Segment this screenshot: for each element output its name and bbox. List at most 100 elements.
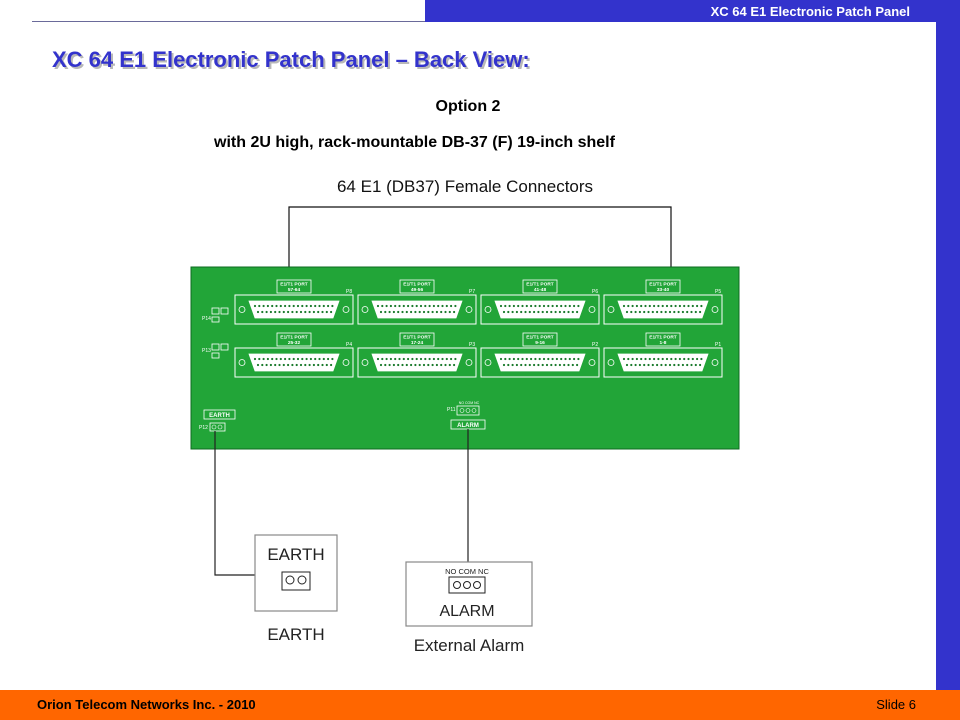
port-pin: [661, 357, 664, 361]
port-pin: [700, 357, 703, 361]
footer-bar: Orion Telecom Networks Inc. - 2010 Slide…: [0, 690, 960, 720]
port-pin: [660, 363, 663, 367]
port-label: E1/T1 PORT: [526, 282, 554, 288]
port-pin: [301, 304, 304, 308]
port-pin: [537, 363, 540, 367]
port-screw-left: [361, 359, 369, 366]
port-range: 17-24: [411, 340, 424, 346]
port-pin: [504, 357, 507, 361]
port-shell: [494, 300, 586, 319]
port-pin: [428, 357, 431, 361]
port-pin: [530, 357, 533, 361]
port-pin: [418, 363, 421, 367]
port-pin: [384, 310, 387, 314]
port-pin: [330, 363, 333, 367]
port-pin: [528, 310, 531, 314]
port-shell: [371, 353, 463, 372]
port-pin: [279, 357, 282, 361]
port-pin: [325, 363, 328, 367]
port-pin: [401, 310, 404, 314]
port-pin: [444, 310, 447, 314]
port-range: 41-48: [534, 287, 547, 293]
port-pin: [681, 363, 684, 367]
port-pin: [563, 310, 566, 314]
port-pin: [504, 304, 507, 308]
port-pin: [694, 363, 697, 367]
port-pin: [274, 363, 277, 367]
port-pin: [427, 310, 430, 314]
port-pin: [571, 310, 574, 314]
alarm-board-pin-3: [471, 408, 477, 413]
connectors-label: 64 E1 (DB37) Female Connectors: [337, 177, 593, 196]
port-pin: [657, 304, 660, 308]
port-pin: [635, 304, 638, 308]
port-pin: [573, 304, 576, 308]
port-pin: [681, 310, 684, 314]
port-pin: [678, 357, 681, 361]
port-screw-right: [465, 306, 473, 313]
port-pin: [405, 310, 408, 314]
port-pin: [696, 357, 699, 361]
port-frame: [234, 294, 354, 325]
port-pin: [256, 363, 260, 367]
port-pin: [625, 310, 629, 314]
port-pin: [520, 363, 523, 367]
port-pin: [295, 363, 298, 367]
port-pin: [687, 357, 690, 361]
port-pin: [389, 357, 392, 361]
port-screw-right: [711, 306, 719, 313]
port-pin: [651, 363, 654, 367]
port-screw-left: [607, 306, 615, 313]
port-pin: [419, 357, 423, 361]
patch-panel-diagram: 64 E1 (DB37) Female Connectors P14 P13 E…: [190, 177, 740, 655]
ref-p14: P14: [202, 316, 211, 322]
port-pin: [699, 310, 702, 314]
port-pin: [512, 304, 515, 308]
port-pin: [274, 310, 277, 314]
port-pin: [256, 310, 260, 314]
port-pin: [292, 304, 295, 308]
port-pin: [690, 363, 693, 367]
port-pin: [699, 363, 702, 367]
port-pin: [258, 357, 261, 361]
port-pin: [558, 363, 561, 367]
port-pin: [573, 357, 576, 361]
alarm-box-terminal: [448, 576, 486, 594]
port-pin: [440, 363, 443, 367]
port-pin: [450, 357, 453, 361]
port-ref: P5: [715, 289, 721, 295]
port-label-box: [276, 279, 312, 294]
port-pin: [547, 304, 550, 308]
earth-board-pin-1: [211, 424, 217, 430]
port-pin: [435, 363, 438, 367]
port-pin: [282, 310, 285, 314]
port-pin: [511, 310, 514, 314]
port-pin: [401, 363, 404, 367]
port-pin: [664, 310, 667, 314]
port-ref: P2: [592, 342, 598, 348]
port-pin: [284, 304, 287, 308]
alarm-box: [405, 561, 533, 627]
port-label-box: [645, 332, 681, 347]
port-pin: [398, 304, 401, 308]
port-pin: [640, 357, 643, 361]
port-pin: [327, 357, 330, 361]
port-pin: [686, 363, 689, 367]
port-pin: [432, 357, 435, 361]
port-pin: [279, 304, 282, 308]
port-pin: [308, 363, 311, 367]
port-pin: [405, 363, 408, 367]
port-pin: [415, 304, 418, 308]
port-pin: [635, 357, 638, 361]
port-pin: [576, 363, 579, 367]
port-screw-left: [238, 306, 246, 313]
port-pin: [670, 304, 673, 308]
ref-p11: P11: [447, 407, 456, 413]
port-pin: [296, 304, 300, 308]
alarm-box-pin-no: [453, 581, 461, 589]
port-pin: [278, 363, 281, 367]
port-pin: [379, 310, 383, 314]
port-pin: [422, 310, 426, 314]
port-pin: [394, 357, 397, 361]
port-pin: [322, 304, 325, 308]
